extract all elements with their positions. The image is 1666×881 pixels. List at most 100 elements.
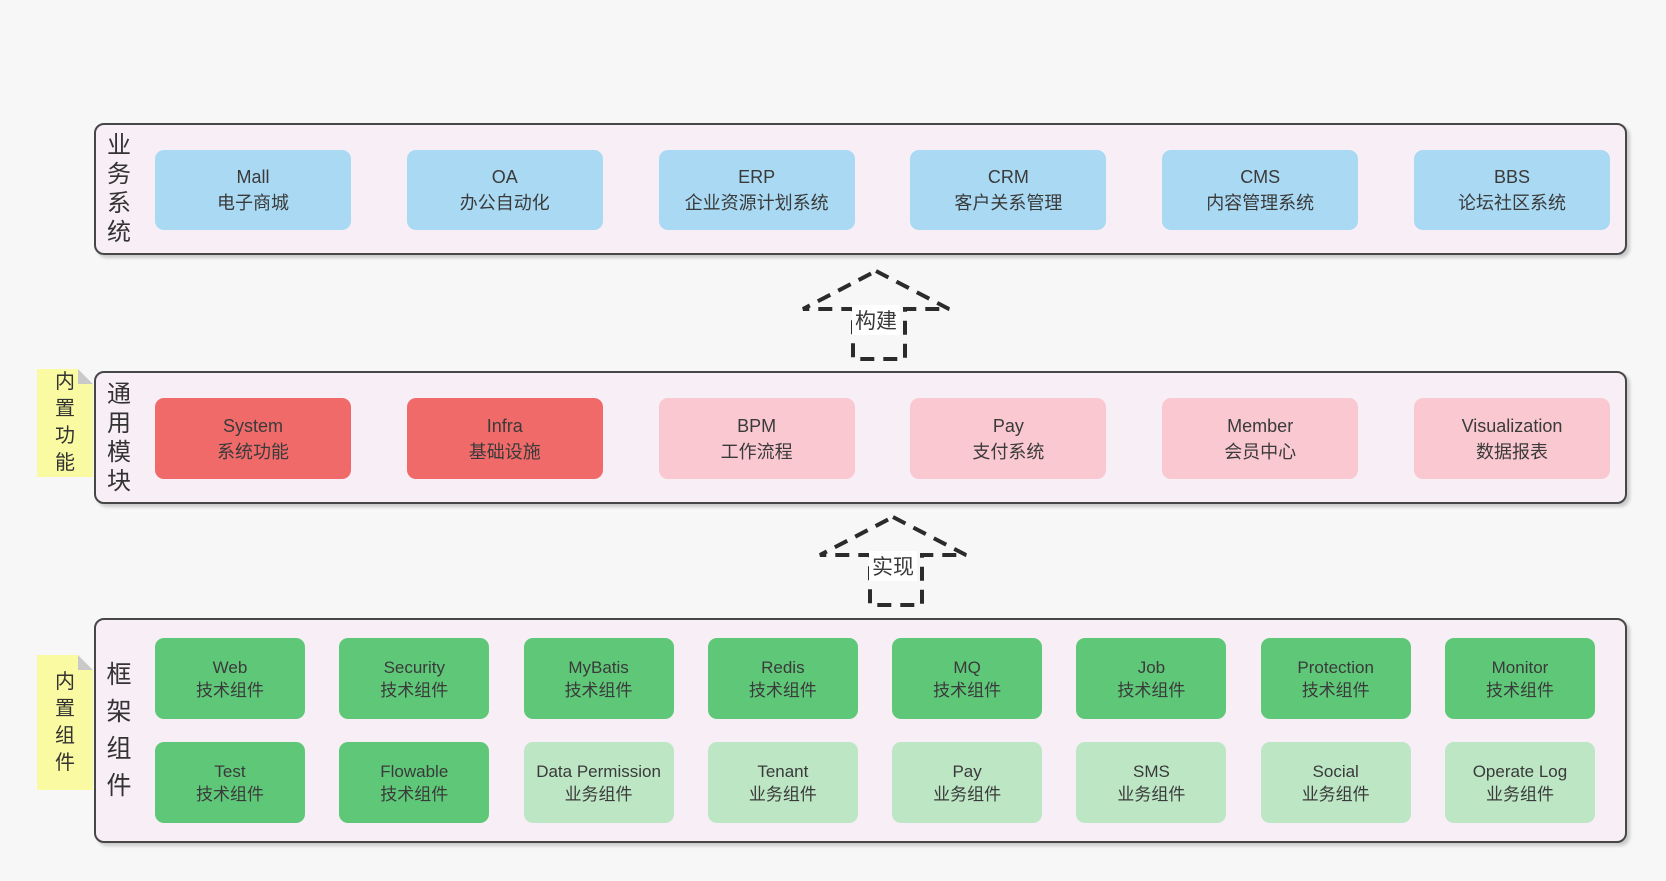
box-subtitle: 技术组件 — [933, 680, 1002, 700]
box-bpm: BPM 工作流程 — [658, 398, 855, 479]
box-subtitle: 技术组件 — [748, 680, 817, 700]
box-title: SMS — [1132, 761, 1170, 781]
box-subtitle: 客户关系管理 — [954, 193, 1063, 213]
box-title: Monitor — [1491, 657, 1549, 677]
box-test: Test 技术组件 — [155, 742, 305, 823]
box-title: BBS — [1493, 167, 1530, 187]
fold-corner-icon — [78, 369, 93, 384]
box-subtitle: 技术组件 — [1485, 680, 1554, 700]
box-subtitle: 技术组件 — [380, 680, 449, 700]
box-system: System 系统功能 — [155, 398, 351, 479]
box-subtitle: 企业资源计划系统 — [684, 193, 829, 213]
box-subtitle: 技术组件 — [1301, 680, 1370, 700]
box-subtitle: 系统功能 — [217, 441, 289, 462]
box-subtitle: 内容管理系统 — [1206, 193, 1315, 213]
layer-label-text: 框架组件 — [106, 660, 132, 800]
box-title: Test — [214, 761, 246, 781]
box-bbs: BBS 论坛社区系统 — [1413, 150, 1610, 230]
box-subtitle: 工作流程 — [720, 441, 793, 462]
box-title: Flowable — [380, 761, 449, 781]
box-protection: Protection 技术组件 — [1260, 638, 1411, 719]
box-subtitle: 办公自动化 — [459, 193, 550, 213]
business-boxes-row: Mall 电子商城 OA 办公自动化 ERP 企业资源计划系统 CRM 客户关系… — [155, 150, 1610, 230]
box-title: Mall — [236, 167, 270, 187]
layer-framework-components: 框架组件 Web 技术组件 Security 技术组件 MyBatis 技术组件… — [94, 618, 1627, 843]
box-title: Infra — [486, 415, 523, 436]
box-sms: SMS 业务组件 — [1076, 742, 1227, 823]
box-title: Operate Log — [1472, 761, 1568, 781]
box-infra: Infra 基础设施 — [406, 398, 603, 479]
box-title: CMS — [1240, 167, 1281, 187]
box-title: Tenant — [757, 761, 809, 781]
box-subtitle: 论坛社区系统 — [1457, 193, 1566, 213]
layer-common-modules: 通用模块 System 系统功能 Infra 基础设施 BPM 工作流程 Pay… — [94, 371, 1627, 504]
box-web: Web 技术组件 — [155, 638, 305, 719]
box-pay: Pay 支付系统 — [910, 398, 1107, 479]
layer-label-text: 通用模块 — [107, 380, 131, 495]
box-cms: CMS 内容管理系统 — [1162, 150, 1359, 230]
box-title: CRM — [987, 167, 1029, 187]
box-title: Security — [383, 657, 445, 677]
box-title: Data Permission — [536, 761, 661, 781]
box-title: Web — [212, 657, 248, 677]
box-title: Social — [1312, 761, 1359, 781]
box-title: ERP — [738, 167, 776, 187]
box-title: OA — [491, 167, 518, 187]
box-social: Social 业务组件 — [1260, 742, 1411, 823]
box-subtitle: 业务组件 — [1301, 784, 1370, 804]
box-title: BPM — [737, 415, 777, 436]
box-subtitle: 业务组件 — [933, 784, 1002, 804]
box-title: Member — [1227, 415, 1294, 436]
box-title: Visualization — [1461, 415, 1563, 436]
box-subtitle: 业务组件 — [748, 784, 817, 804]
box-mall: Mall 电子商城 — [155, 150, 351, 230]
components-grid: Web 技术组件 Security 技术组件 MyBatis 技术组件 Redi… — [155, 638, 1595, 823]
box-job: Job 技术组件 — [1076, 638, 1227, 719]
box-crm: CRM 客户关系管理 — [910, 150, 1107, 230]
box-mq: MQ 技术组件 — [892, 638, 1043, 719]
modules-boxes-row: System 系统功能 Infra 基础设施 BPM 工作流程 Pay 支付系统… — [155, 398, 1610, 479]
box-title: MyBatis — [568, 657, 629, 677]
layer-label-business-systems: 业务系统 — [104, 125, 134, 253]
box-subtitle: 技术组件 — [564, 680, 633, 700]
sticky-note-built-in-components: 内置组件 — [37, 655, 93, 790]
components-row-1: Web 技术组件 Security 技术组件 MyBatis 技术组件 Redi… — [155, 638, 1595, 719]
box-flowable: Flowable 技术组件 — [339, 742, 490, 823]
box-subtitle: 支付系统 — [972, 441, 1045, 462]
layer-label-common-modules: 通用模块 — [104, 373, 134, 502]
arrow-build-icon: 构建 — [801, 268, 951, 362]
box-monitor: Monitor 技术组件 — [1444, 638, 1595, 719]
box-title: Job — [1137, 657, 1166, 677]
box-member: Member 会员中心 — [1162, 398, 1359, 479]
box-subtitle: 业务组件 — [1117, 784, 1186, 804]
box-subtitle: 基础设施 — [468, 441, 541, 462]
box-title: MQ — [953, 657, 981, 677]
box-subtitle: 技术组件 — [380, 784, 449, 804]
box-erp: ERP 企业资源计划系统 — [658, 150, 855, 230]
box-pay-business: Pay 业务组件 — [892, 742, 1043, 823]
layer-label-text: 业务系统 — [107, 132, 131, 246]
sticky-label: 内置组件 — [55, 670, 75, 774]
arrow-implement-label: 实现 — [869, 551, 917, 581]
box-operate-log: Operate Log 业务组件 — [1444, 742, 1595, 823]
box-security: Security 技术组件 — [339, 638, 490, 719]
box-subtitle: 业务组件 — [1485, 784, 1554, 804]
layer-label-framework-components: 框架组件 — [104, 620, 134, 841]
arrow-implement-icon: 实现 — [818, 514, 968, 608]
layer-business-systems: 业务系统 Mall 电子商城 OA 办公自动化 ERP 企业资源计划系统 CRM… — [94, 123, 1627, 255]
sticky-note-built-in-features: 内置功能 — [37, 369, 93, 477]
sticky-label: 内置功能 — [55, 371, 75, 474]
box-subtitle: 电子商城 — [217, 193, 289, 213]
fold-corner-icon — [78, 655, 93, 670]
box-title: Protection — [1297, 657, 1374, 677]
arrow-build-label: 构建 — [852, 305, 900, 335]
components-row-2: Test 技术组件 Flowable 技术组件 Data Permission … — [155, 742, 1595, 823]
box-data-permission: Data Permission 业务组件 — [523, 742, 674, 823]
box-subtitle: 业务组件 — [564, 784, 633, 804]
box-title: Pay — [952, 761, 982, 781]
box-subtitle: 技术组件 — [196, 784, 264, 804]
box-title: Pay — [992, 415, 1024, 436]
box-tenant: Tenant 业务组件 — [707, 742, 858, 823]
box-title: Redis — [761, 657, 805, 677]
